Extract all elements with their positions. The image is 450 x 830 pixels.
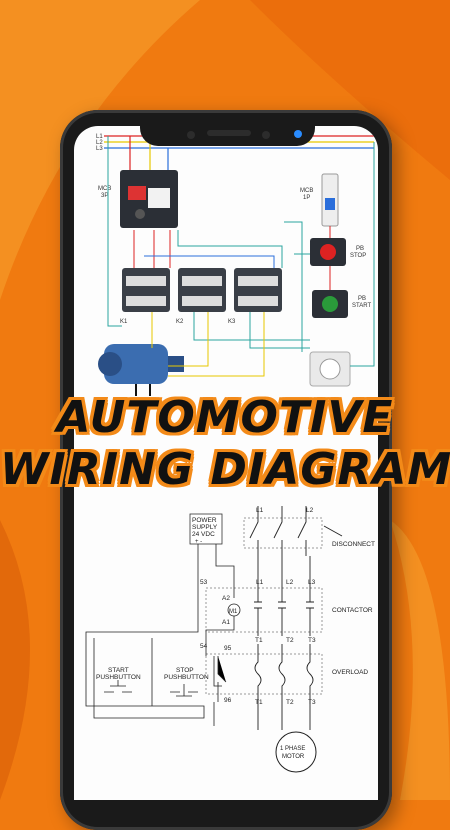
coil-terminal-a1: A1	[222, 619, 230, 626]
wire-number-95: 95	[224, 645, 232, 652]
contactor-k1	[122, 268, 170, 312]
contactor-line-l3: L3	[308, 579, 316, 586]
mcb3p-label-line2: 3P	[101, 193, 108, 199]
overload-contact	[217, 656, 227, 702]
pb-stop-label-line1: PB	[356, 246, 364, 252]
stop-pushbutton-symbol	[170, 684, 198, 697]
terminal-label-l2: L2	[96, 140, 103, 146]
sensor-icon	[262, 131, 270, 139]
load-label-t2: T2	[286, 637, 294, 644]
disconnect-label: DISCONNECT	[332, 541, 375, 548]
pb-stop-button	[310, 238, 346, 266]
single-phase-motor	[275, 731, 317, 773]
contactor-k2	[178, 268, 226, 312]
line-label-l1: L1	[256, 507, 264, 514]
terminal-label-l1: L1	[96, 134, 103, 140]
motor-label-line2: MOTOR	[282, 754, 305, 760]
contactor-contacts	[254, 556, 314, 636]
coil-label-m1: M1	[229, 609, 238, 615]
overload-heaters	[254, 644, 314, 706]
load-label-t3: T3	[308, 637, 316, 644]
overload-terminal-t2: T2	[286, 699, 294, 706]
front-camera-icon	[187, 131, 195, 139]
pb-start-label-line1: PB	[358, 296, 366, 302]
contactor-label: CONTACTOR	[332, 607, 373, 614]
overload-terminal-t3: T3	[308, 699, 316, 706]
contactor-label-k2: K2	[176, 319, 184, 325]
power-supply-box	[189, 513, 223, 545]
electric-motor	[98, 344, 184, 396]
motor-wiring	[257, 706, 311, 730]
terminal-label-l3: L3	[96, 146, 103, 152]
load-label-t1: T1	[255, 637, 263, 644]
control-wiring	[107, 136, 375, 367]
headline-line2: WIRING DIAGRAM	[0, 444, 450, 495]
mcb3p-breaker	[120, 136, 178, 228]
wire-number-54: 54	[200, 643, 208, 650]
control-circuit	[85, 544, 241, 726]
mcb1p-label-line1: MCB	[300, 188, 313, 194]
power-supply-label-line1: POWER	[192, 517, 217, 524]
start-pushbutton-label-line2: PUSHBUTTON	[96, 674, 141, 681]
power-supply-label-line3: 24 VDC	[192, 531, 215, 538]
timer-relay	[309, 351, 351, 387]
contactor-line-l1: L1	[256, 579, 264, 586]
mcb1p-label-line2: 1P	[303, 195, 310, 201]
proximity-sensor-icon	[294, 130, 302, 138]
pb-start-button	[312, 290, 348, 318]
wire-number-96: 96	[224, 697, 232, 704]
stop-pushbutton-label-line2: PUSHBUTTON	[164, 674, 209, 681]
stop-pushbutton-label-line1: STOP	[176, 667, 194, 674]
mcb1p-breaker	[321, 173, 339, 227]
power-supply-polarity: + -	[195, 539, 202, 545]
start-pushbutton-label-line1: START	[108, 667, 129, 674]
overload-label: OVERLOAD	[332, 669, 368, 676]
coil-terminal-a2: A2	[222, 595, 230, 602]
disconnect-switches	[249, 506, 343, 556]
phone-screen: L1 L2 L3 MCB 3P MCB 1P PB	[74, 126, 378, 800]
pb-stop-label-line2: STOP	[350, 253, 366, 259]
contactor-k3	[234, 268, 282, 312]
start-pushbutton-symbol	[104, 680, 132, 693]
overload-terminal-t1: T1	[255, 699, 263, 706]
pb-start-label-line2: START	[352, 303, 371, 309]
line-label-l2: L2	[306, 507, 314, 514]
earpiece-speaker	[207, 130, 251, 136]
power-supply-label-line2: SUPPLY	[192, 524, 218, 531]
motor-label-line1: 1 PHASE	[280, 746, 305, 752]
headline-line1: AUTOMOTIVE	[56, 392, 394, 443]
contactor-line-l2: L2	[286, 579, 294, 586]
mcb3p-label-line1: MCB	[98, 186, 111, 192]
contactor-label-k1: K1	[120, 319, 128, 325]
contactor-label-k3: K3	[228, 319, 236, 325]
wire-number-53: 53	[200, 579, 208, 586]
